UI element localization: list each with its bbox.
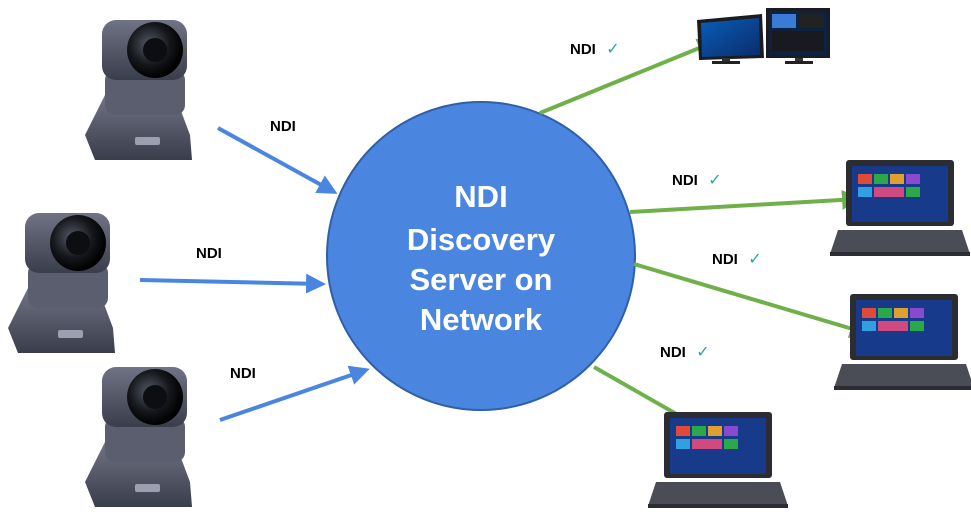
output-label-laptop-bottom-text: NDI [660, 344, 686, 361]
output-label-monitor-text: NDI [570, 41, 596, 58]
check-icon: ✓ [708, 170, 721, 189]
check-icon: ✓ [606, 39, 619, 58]
output-arrow-laptop-upper [629, 189, 862, 214]
output-label-laptop-middle: NDI ✓ [712, 249, 762, 268]
output-label-laptop-upper-text: NDI [672, 172, 698, 189]
hub-line-2: Discovery [407, 222, 556, 257]
monitor-display [697, 8, 830, 64]
hub-line-4: Network [420, 302, 543, 337]
input-arrow-middle [139, 273, 326, 294]
discovery-server-hub: NDI Discovery Server on Network [326, 101, 636, 411]
output-label-laptop-bottom: NDI ✓ [660, 342, 710, 361]
laptop-upper [830, 160, 970, 256]
camera-middle [8, 213, 115, 353]
hub-line-3: Server on [409, 262, 552, 297]
check-icon: ✓ [748, 249, 761, 268]
input-label-bottom: NDI [230, 365, 256, 382]
output-arrow-laptop-middle [633, 262, 870, 339]
output-label-laptop-middle-text: NDI [712, 251, 738, 268]
input-arrow-bottom [219, 365, 370, 422]
output-arrow-monitor [539, 38, 718, 115]
check-icon: ✓ [696, 342, 709, 361]
laptop-bottom [648, 412, 788, 508]
camera-bottom [85, 367, 192, 507]
camera-top [85, 20, 192, 160]
output-label-monitor: NDI ✓ [570, 39, 620, 58]
input-arrow-top [217, 126, 338, 194]
output-label-laptop-upper: NDI ✓ [672, 170, 722, 189]
laptop-middle [834, 294, 971, 390]
input-label-top: NDI [270, 118, 296, 135]
hub-line-1: NDI [454, 179, 507, 214]
input-label-middle: NDI [196, 245, 222, 262]
